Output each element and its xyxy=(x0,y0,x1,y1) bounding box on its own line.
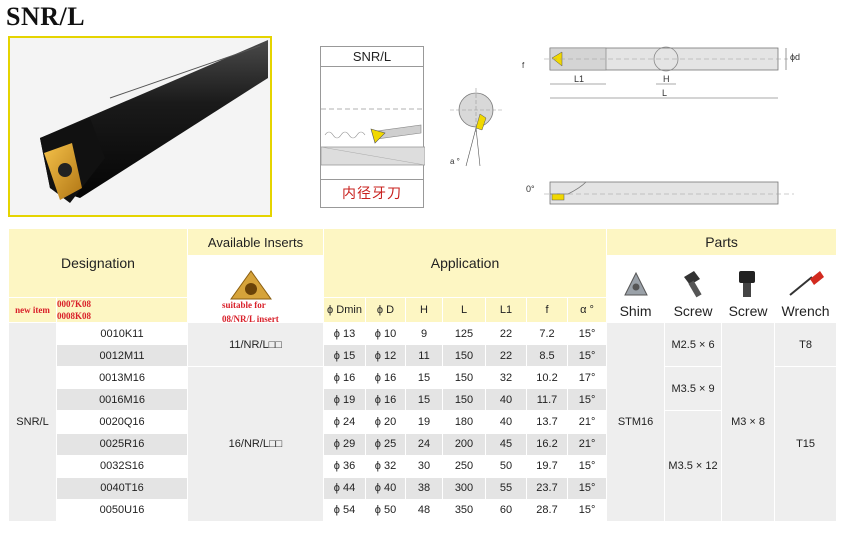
spec-table: Designation Available Inserts Applicatio… xyxy=(8,228,838,523)
screw-a2: M3.5 × 9 xyxy=(664,366,723,412)
product-photo xyxy=(8,36,272,217)
insert-small: 11/NR/L□□ xyxy=(187,321,324,368)
screw-a1: M2.5 × 6 xyxy=(664,321,723,368)
col-dmin: ϕ Dmin xyxy=(323,297,366,323)
new-item-2: 0008K08 xyxy=(57,311,92,321)
table-row: SNR/L 0010K11 11/NR/L□□ ϕ 13 ϕ 10 9 125 … xyxy=(8,321,838,522)
insert-large: 16/NR/L□□ xyxy=(187,366,324,522)
thread-schematic: SNR/L 内径牙刀 xyxy=(320,46,425,208)
side-view-drawing-2: 0° xyxy=(526,181,794,205)
row-code: 0010K11 xyxy=(56,321,188,346)
end-view-drawing: a ° xyxy=(450,88,502,167)
col-l: L xyxy=(442,297,486,323)
shim-cell: STM16 xyxy=(606,322,666,522)
page-title: SNR/L xyxy=(6,2,86,31)
screw-icon xyxy=(739,271,756,297)
boring-bar-image xyxy=(10,38,270,215)
schematic-label: SNR/L xyxy=(321,47,423,67)
suitable-note-2: 08/NR/L insert xyxy=(222,314,279,324)
dim-h-label: H xyxy=(663,74,670,84)
table-row: 0013M16 16/NR/L□□ ϕ 16 ϕ 16 15 150 32 10… xyxy=(8,366,838,522)
col-alpha: α ° xyxy=(566,297,608,323)
row-code: 0032S16 xyxy=(56,454,188,478)
row-code: 0012M11 xyxy=(56,344,188,368)
application-header: Application xyxy=(322,228,608,298)
screw-icon xyxy=(684,271,702,298)
wrench-1: T8 xyxy=(774,321,838,368)
angle-label: a ° xyxy=(450,157,460,166)
insert-image: suitable for 08/NR/L insert xyxy=(187,255,324,324)
thread-insert-icon xyxy=(229,270,272,300)
col-f: f xyxy=(526,297,568,323)
dim-l-label: L xyxy=(662,88,667,98)
wrench-2: T15 xyxy=(774,366,838,522)
dim-d-label: ϕd xyxy=(790,52,800,62)
screw-a3: M3.5 × 12 xyxy=(664,410,723,522)
row-code: 0025R16 xyxy=(56,432,188,456)
dim-l1-label: L1 xyxy=(574,74,584,84)
screw-header-2: Screw xyxy=(721,255,776,323)
row-code: 0016M16 xyxy=(56,388,188,412)
shim-icon xyxy=(623,271,648,296)
schematic-chinese-label: 内径牙刀 xyxy=(321,179,423,207)
shim-header: Shim xyxy=(606,255,666,323)
row-code: 0020Q16 xyxy=(56,410,188,434)
screw-b: M3 × 8 xyxy=(721,322,776,522)
row-code: 0013M16 xyxy=(56,366,188,390)
side-view-drawing: ϕd f L1 H L xyxy=(522,46,800,99)
designation-header: Designation xyxy=(8,228,188,298)
zero-angle-label: 0° xyxy=(526,184,535,194)
wrench-icon xyxy=(788,271,824,296)
col-l1: L1 xyxy=(485,297,527,323)
row-code: 0040T16 xyxy=(56,476,188,500)
schematic-drawing xyxy=(321,108,425,166)
available-inserts-header: Available Inserts xyxy=(187,228,324,256)
suitable-note-1: suitable for xyxy=(222,300,266,310)
wrench-header: Wrench xyxy=(774,255,838,323)
col-d: ϕ D xyxy=(365,297,406,323)
table-row: 0020Q16 ϕ 24 ϕ 20 19 180 40 13.7 21° M3.… xyxy=(8,410,837,522)
screw-header-1: Screw xyxy=(664,255,723,323)
col-h: H xyxy=(405,297,443,323)
row-code: 0050U16 xyxy=(56,498,188,523)
new-item-label: new item xyxy=(8,297,57,323)
dim-f-label: f xyxy=(522,61,525,70)
new-item-1: 0007K08 xyxy=(57,299,92,309)
family-cell: SNR/L xyxy=(8,322,57,522)
parts-header: Parts xyxy=(606,228,838,256)
